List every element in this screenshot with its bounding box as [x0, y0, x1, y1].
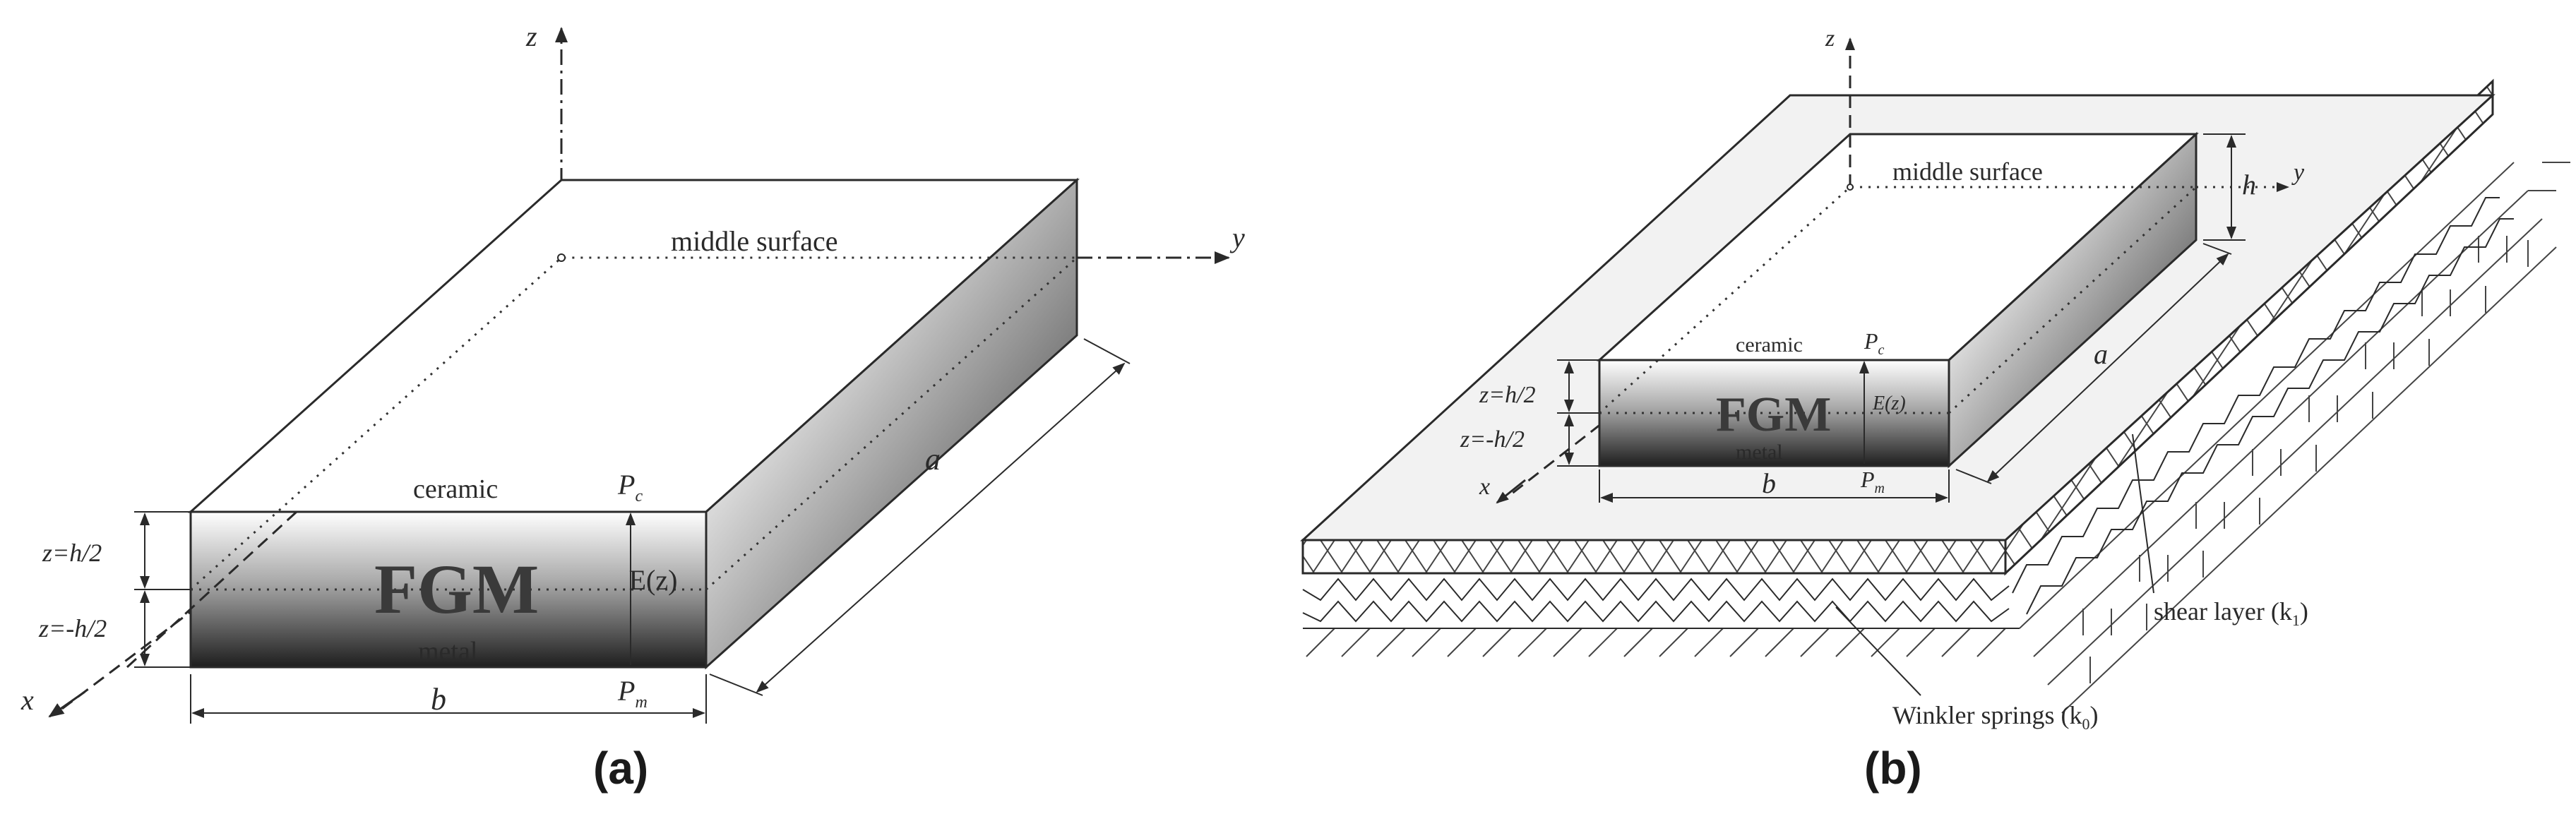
middle-surface-label-b: middle surface — [1892, 157, 2043, 186]
winkler-leader — [1835, 606, 1921, 696]
pc-label-b: Pc — [1864, 328, 1885, 358]
fgm-label: FGM — [374, 550, 539, 628]
shear-layer-leader — [2132, 433, 2154, 594]
panel-a: z y x middle surface ceramic FGM metal E… — [20, 20, 1245, 794]
winkler-springs-layer — [1302, 197, 2514, 623]
pc-label: Pc — [617, 469, 643, 505]
ceramic-label-b: ceramic — [1736, 333, 1803, 357]
a-dim-label: a — [925, 442, 941, 477]
z-top-label: z=h/2 — [42, 539, 102, 567]
origin-point-b — [1847, 184, 1854, 191]
a-ext-back — [1083, 338, 1131, 364]
a-ext-front — [709, 674, 763, 696]
x-axis-arrow — [48, 690, 85, 718]
pm-label-b: Pm — [1860, 467, 1885, 496]
z-bottom-label-b: z=-h/2 — [1460, 426, 1525, 453]
a-dim-label-b: a — [2094, 338, 2108, 370]
z-top-label-b: z=h/2 — [1479, 382, 1536, 408]
fgm-plate-b — [1496, 37, 2289, 504]
ez-label-b: E(z) — [1872, 393, 1906, 414]
plate-b-front-face — [1598, 359, 1950, 467]
a-ext-front-b — [1955, 469, 1992, 484]
dim-a-b — [1986, 253, 2229, 483]
ceramic-label: ceramic — [413, 474, 498, 504]
a-ext-back-b — [2202, 243, 2232, 255]
metal-label-b: metal — [1736, 441, 1783, 464]
h-dim-label: h — [2242, 169, 2256, 200]
panel-b: z y x middle surface ceramic FGM metal E… — [1300, 25, 2570, 794]
z-axis-label-b: z — [1825, 25, 1835, 52]
z-axis-label: z — [525, 20, 537, 52]
winkler-springs-label: Winkler springs (k0) — [1892, 701, 2099, 733]
y-axis-label-b: y — [2291, 160, 2305, 186]
b-dim-label-b: b — [1762, 467, 1776, 499]
y-axis-label: y — [1229, 222, 1245, 253]
ez-label: E(z) — [629, 564, 678, 596]
shear-layer-label: shear layer (k1) — [2154, 597, 2308, 629]
origin-point — [557, 253, 566, 262]
x-axis-label: x — [20, 684, 34, 716]
middle-surface-b — [1598, 186, 2196, 414]
fgm-label-b: FGM — [1716, 388, 1831, 442]
middle-surface-label: middle surface — [671, 225, 838, 257]
x-axis-arrow-b — [1496, 479, 1526, 504]
dim-a — [756, 362, 1126, 693]
foundation-base — [1303, 113, 2570, 714]
caption-a: (a) — [593, 743, 648, 794]
x-axis-label-b: x — [1479, 474, 1490, 500]
z-bottom-label: z=-h/2 — [38, 614, 107, 642]
pm-label: Pm — [617, 675, 648, 712]
metal-label: metal — [418, 637, 477, 666]
caption-b: (b) — [1864, 743, 1922, 794]
b-dim-label: b — [431, 682, 446, 717]
